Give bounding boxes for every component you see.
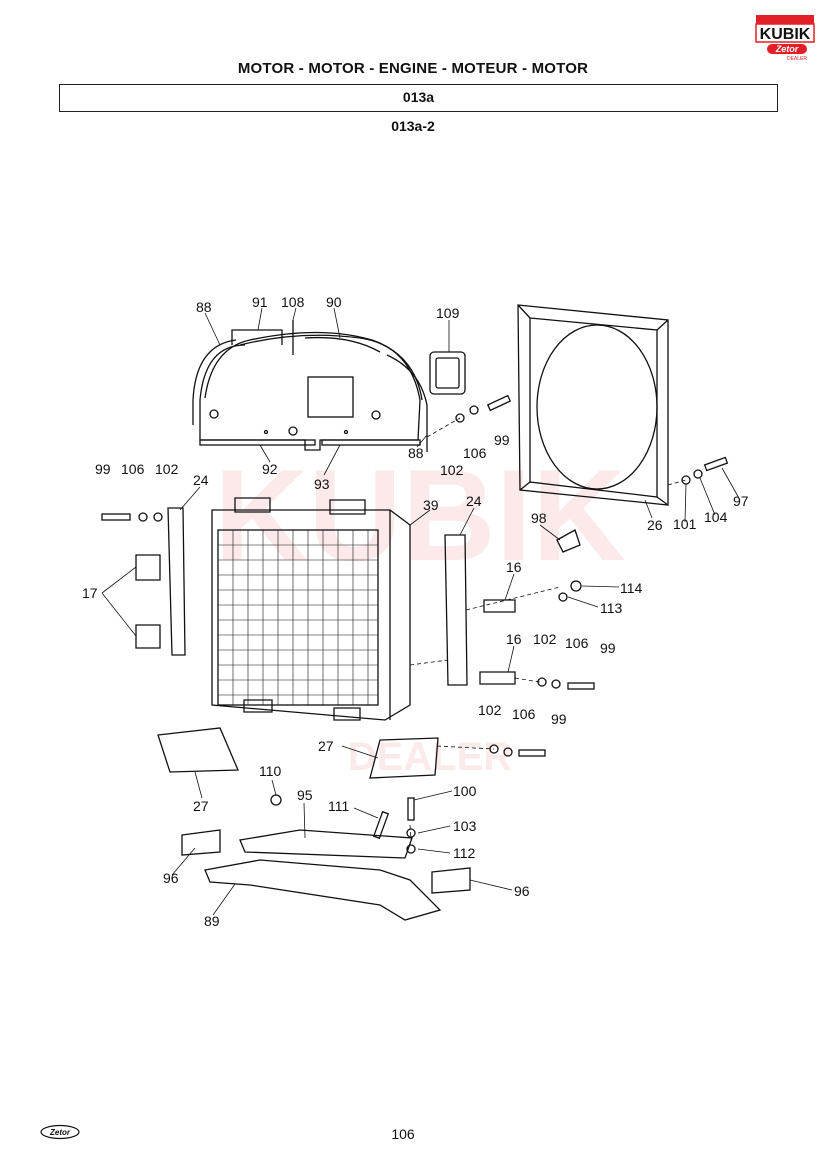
callout-label: 99 [600,640,616,656]
callout-label: 104 [704,509,728,525]
callout-label: 89 [204,913,220,929]
callout-label: 24 [193,472,209,488]
seal-strip-90 [304,336,381,353]
mount-27-right [369,737,439,779]
kubik-watermark: KUBIK DEALER [214,442,626,779]
callout-label: 101 [673,516,697,532]
callout-label: 99 [494,432,510,448]
callout-label: 110 [259,763,282,779]
callout-label: 92 [262,461,278,477]
callout-label: 24 [466,493,482,509]
callout-label: 109 [436,305,460,321]
svg-text:KUBIK: KUBIK [214,442,626,588]
callout-label: 106 [565,635,589,651]
fan-shroud [517,304,669,506]
callout-label: 106 [121,461,145,477]
figure-code: 013a-2 [391,118,435,134]
callout-label: 16 [506,559,522,575]
logo-dealer-text: DEALER [787,56,807,62]
seal-strip-93 [321,439,421,446]
callout-label: 100 [453,783,477,799]
seal-strip-92 [199,439,316,446]
svg-text:DEALER: DEALER [348,735,513,779]
seal-strip-91 [231,329,283,345]
side-bracket-24-right [444,534,468,686]
seal-strip-88-right [386,354,428,452]
callout-label: 88 [196,299,212,315]
callout-label: 26 [647,517,663,533]
callout-label: 88 [408,445,424,461]
plate-95 [239,829,413,859]
section-code-box: 013a [59,84,778,112]
callout-label: 114 [620,580,643,596]
callout-label: 39 [423,497,439,513]
radiator-core [211,497,411,721]
callout-label: 97 [733,493,749,509]
kubik-zetor-logo: KUBIK Zetor DEALER [755,14,815,69]
callout-label: 111 [328,798,349,814]
radiator-mesh [218,530,378,705]
seal-strip-88-left [192,339,237,425]
callout-label: 27 [193,798,209,814]
mount-27-left [157,727,239,773]
callout-label: 103 [453,818,477,834]
callout-label: 99 [95,461,111,477]
bolt-set [101,394,729,854]
upper-cover-plate [199,331,423,451]
zetor-footer-logo: Zetor [40,1124,80,1145]
callout-label: 106 [463,445,487,461]
callout-label: 102 [533,631,557,647]
callout-label: 96 [514,883,530,899]
page-title: MOTOR - MOTOR - ENGINE - MOTEUR - MOTOR [237,60,589,77]
callout-labels: 88 91 108 90 109 99 106 102 92 93 88 102… [82,294,749,929]
callout-label: 95 [297,787,313,803]
leader-lines [101,307,741,916]
page-number: 106 [391,1126,415,1142]
callout-label: 99 [551,711,567,727]
frame-89 [204,859,442,921]
bracket-17-top [135,554,161,581]
bracket-16-bottom [479,671,516,685]
callout-label: 98 [531,510,547,526]
assembly-lines [409,417,687,841]
logo-text: KUBIK [760,26,811,43]
callout-label: 17 [82,585,98,601]
grommet-109 [429,351,466,395]
pad-96-left [181,829,221,856]
callout-label: 113 [600,600,623,616]
callout-label: 27 [318,738,334,754]
callout-label: 108 [281,294,305,310]
footer-logo-text: Zetor [49,1128,71,1137]
callout-label: 90 [326,294,342,310]
logo-sub-text: Zetor [775,44,799,54]
callout-label: 16 [506,631,522,647]
callout-label: 106 [512,706,536,722]
side-bracket-24-left [167,507,186,656]
callout-label: 93 [314,476,330,492]
pad-96-right [431,867,471,894]
callout-label: 102 [440,462,464,478]
callout-label: 102 [478,702,502,718]
callout-label: 102 [155,461,179,477]
callout-label: 96 [163,870,179,886]
bracket-17-bottom [135,624,161,649]
callout-label: 91 [252,294,268,310]
bracket-16-top [483,599,516,613]
callout-label: 112 [453,845,476,861]
